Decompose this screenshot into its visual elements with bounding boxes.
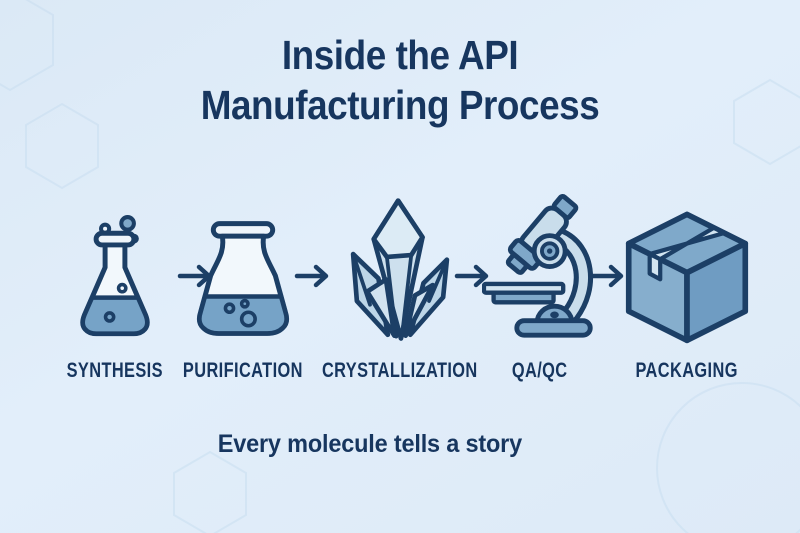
title-line-1: Inside the API [281, 32, 519, 78]
crystal-cluster-icon [350, 198, 450, 341]
qaqc-icon-box [482, 188, 598, 346]
synthesis-icon-box [70, 188, 160, 346]
step-label-crystallization: CRYSTALLIZATION [322, 359, 478, 382]
step-label-packaging: PACKAGING [635, 359, 739, 382]
crystallization-icon-box [339, 188, 461, 346]
step-crystallization: CRYSTALLIZATION [315, 188, 485, 383]
shipping-box-icon [625, 211, 749, 344]
step-synthesis: SYNTHESIS [30, 188, 200, 383]
conical-flask-liquid-icon [196, 221, 290, 336]
step-packaging: PACKAGING [602, 188, 772, 383]
step-label-synthesis: SYNTHESIS [66, 359, 164, 382]
step-label-purification: PURIFICATION [183, 359, 303, 382]
purification-icon-box [187, 188, 299, 346]
erlenmeyer-flask-bubbles-icon [80, 215, 150, 337]
title-line-2: Manufacturing Process [200, 82, 600, 129]
arrow-right-icon [589, 264, 624, 288]
page-title: Inside the API Manufacturing Process [0, 30, 800, 130]
microscope-icon [482, 194, 593, 338]
step-qaqc: QA/QC [455, 188, 625, 383]
step-label-qaqc: QA/QC [512, 359, 568, 382]
step-purification: PURIFICATION [158, 188, 328, 383]
tagline: Every molecule tells a story [0, 430, 770, 459]
arrow-right-icon [294, 264, 329, 288]
packaging-icon-box [619, 188, 755, 346]
tagline-text: Every molecule tells a story [217, 430, 523, 458]
arrow-right-icon [454, 264, 489, 288]
